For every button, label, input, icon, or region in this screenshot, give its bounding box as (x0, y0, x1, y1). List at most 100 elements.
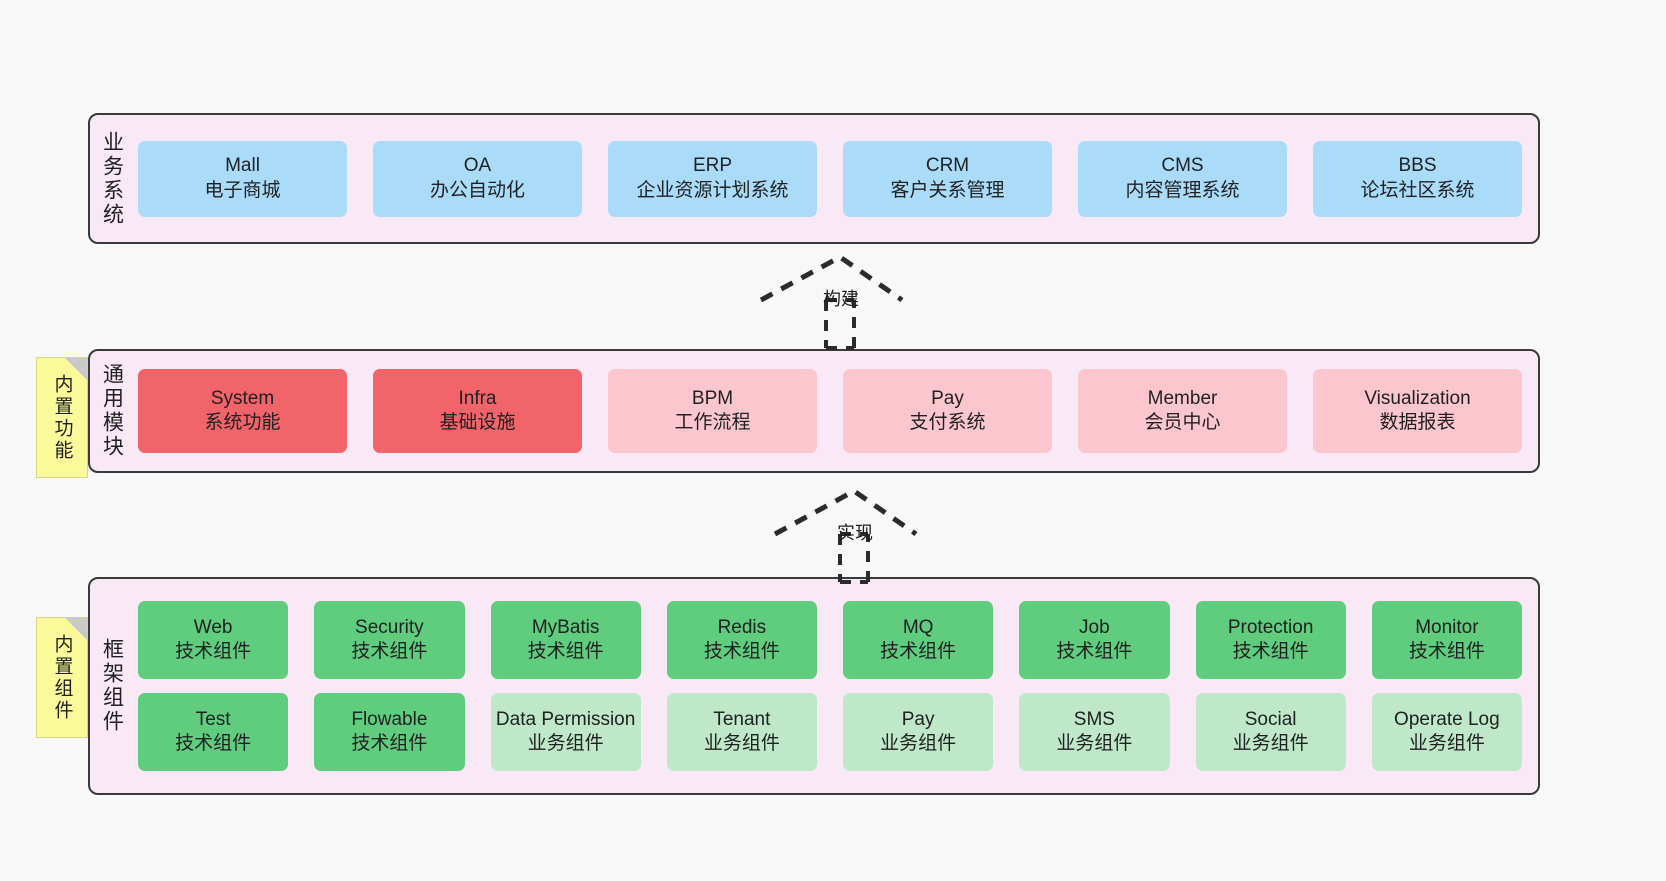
connector-build-arrow (759, 254, 904, 350)
module-card-system[interactable]: System 系统功能 (138, 369, 347, 453)
component-card-tenant[interactable]: Tenant 业务组件 (666, 693, 817, 771)
note-fold-corner (65, 618, 87, 640)
note-builtin-component-label: 内置组件 (51, 633, 73, 722)
card-title: ERP (692, 155, 733, 177)
card-title: Protection (1227, 616, 1314, 638)
card-subtitle: 会员中心 (1144, 412, 1221, 433)
card-title: BPM (691, 387, 734, 409)
card-title: Operate Log (1394, 708, 1500, 730)
card-title: Job (1079, 616, 1110, 638)
card-title: Monitor (1415, 616, 1479, 638)
card-title: Pay (931, 387, 964, 409)
card-subtitle: 业务组件 (1232, 733, 1309, 754)
card-title: CMS (1161, 155, 1204, 177)
card-subtitle: 论坛社区系统 (1360, 179, 1475, 201)
component-card-monitor[interactable]: Monitor 技术组件 (1371, 601, 1522, 679)
card-title: Test (195, 708, 231, 730)
card-subtitle: 技术组件 (1408, 641, 1485, 662)
component-card-test[interactable]: Test 技术组件 (138, 693, 289, 771)
card-title: System (210, 387, 275, 409)
layer-title-framework: 框架组件 (100, 638, 124, 734)
connector-implement-arrow (773, 488, 918, 584)
module-card-member[interactable]: Member 会员中心 (1078, 369, 1287, 453)
card-title: Infra (458, 387, 497, 409)
component-card-flowable[interactable]: Flowable 技术组件 (314, 693, 465, 771)
card-subtitle: 业务组件 (703, 733, 780, 754)
note-builtin-feature-label: 内置功能 (51, 373, 73, 462)
component-card-web[interactable]: Web 技术组件 (138, 601, 289, 679)
card-title: BBS (1398, 155, 1437, 177)
card-subtitle: 内容管理系统 (1125, 179, 1240, 201)
card-title: Web (193, 616, 233, 638)
layer-title-business: 业务系统 (100, 130, 124, 227)
card-subtitle: 业务组件 (1408, 733, 1485, 754)
component-card-data-permission[interactable]: Data Permission 业务组件 (490, 693, 641, 771)
module-card-bpm[interactable]: BPM 工作流程 (608, 369, 817, 453)
card-title: MyBatis (531, 616, 600, 638)
note-builtin-component: 内置组件 (36, 617, 88, 738)
card-subtitle: 数据报表 (1379, 412, 1456, 433)
card-title: Flowable (351, 708, 428, 730)
component-card-social[interactable]: Social 业务组件 (1195, 693, 1346, 771)
card-subtitle: 技术组件 (351, 733, 428, 754)
card-subtitle: 支付系统 (909, 412, 986, 433)
card-subtitle: 技术组件 (880, 641, 957, 662)
card-title: Data Permission (495, 708, 636, 730)
card-subtitle: 技术组件 (351, 641, 428, 662)
connector-build: 构建 (756, 253, 906, 353)
card-title: Visualization (1364, 387, 1471, 409)
card-subtitle: 系统功能 (204, 412, 281, 433)
connector-build-label: 构建 (823, 289, 859, 309)
module-card-pay[interactable]: Pay 支付系统 (843, 369, 1052, 453)
connector-implement: 实现 (770, 487, 920, 587)
card-subtitle: 业务组件 (880, 733, 957, 754)
component-card-security[interactable]: Security 技术组件 (314, 601, 465, 679)
card-title: Redis (717, 616, 767, 638)
component-card-operate-log[interactable]: Operate Log 业务组件 (1371, 693, 1522, 771)
card-subtitle: 工作流程 (674, 412, 751, 433)
card-title: Security (355, 616, 424, 638)
card-title: Tenant (713, 708, 771, 730)
card-title: CRM (925, 155, 970, 177)
layer-title-common: 通用模块 (100, 363, 124, 459)
card-subtitle: 业务组件 (527, 733, 604, 754)
card-title: SMS (1073, 708, 1115, 730)
card-subtitle: 技术组件 (175, 733, 252, 754)
card-subtitle: 业务组件 (1056, 733, 1133, 754)
card-title: Member (1147, 387, 1218, 409)
connector-implement-label: 实现 (837, 523, 873, 543)
note-fold-corner (65, 358, 87, 380)
note-builtin-feature: 内置功能 (36, 357, 88, 478)
card-title: OA (463, 155, 492, 177)
component-card-sms[interactable]: SMS 业务组件 (1019, 693, 1170, 771)
module-card-visualization[interactable]: Visualization 数据报表 (1313, 369, 1522, 453)
card-title: Social (1244, 708, 1297, 730)
card-subtitle: 电子商城 (204, 179, 281, 201)
card-title: Mall (225, 155, 260, 177)
card-subtitle: 办公自动化 (429, 179, 525, 201)
card-subtitle: 技术组件 (175, 641, 252, 662)
